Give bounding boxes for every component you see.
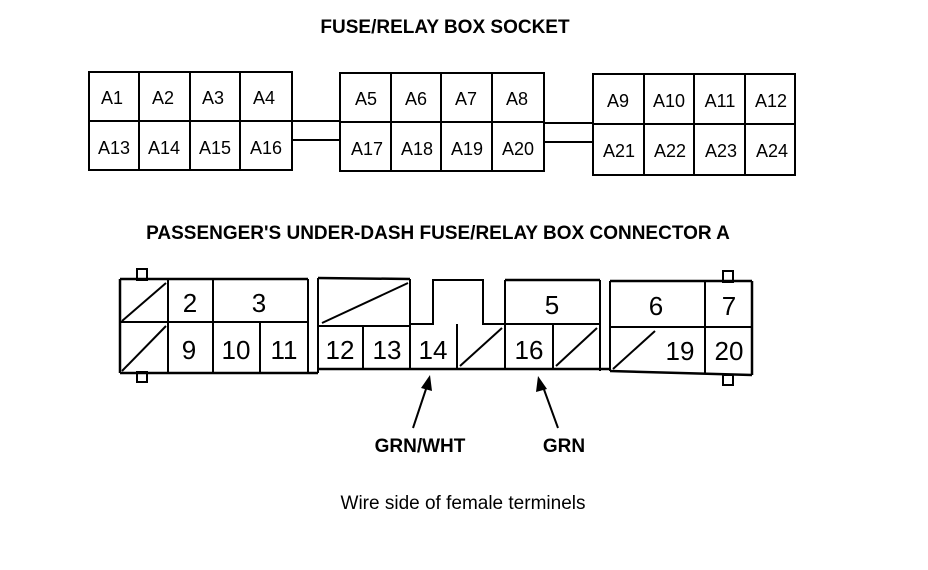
right-bottom-tab [722, 374, 734, 386]
blank-cavity-1 [121, 282, 167, 322]
terminal-20: 20 [715, 336, 744, 366]
socket-link-1-2 [292, 120, 340, 141]
connector-a: 2 3 5 6 7 9 10 11 12 13 14 16 19 20 [118, 268, 754, 386]
terminal-5: 5 [545, 290, 559, 320]
terminal-3: 3 [252, 288, 266, 318]
blank-cavity-18 [612, 330, 656, 370]
terminal-2: 2 [183, 288, 197, 318]
socket-cell-a2: A2 [152, 88, 174, 108]
wire-label-grn: GRN [543, 436, 585, 457]
socket-cell-a6: A6 [405, 89, 427, 109]
terminal-13: 13 [373, 335, 402, 365]
wire-arrow-16 [536, 376, 559, 429]
socket-link-2-3 [544, 122, 593, 143]
socket-cell-a4: A4 [253, 88, 275, 108]
socket-title: FUSE/RELAY BOX SOCKET [320, 17, 570, 38]
socket-cell-a1: A1 [101, 88, 123, 108]
terminal-10: 10 [222, 335, 251, 365]
socket-cell-a22: A22 [654, 141, 686, 161]
socket-cell-a24: A24 [756, 141, 788, 161]
terminal-14: 14 [419, 335, 448, 365]
wire-label-grn-wht: GRN/WHT [375, 436, 466, 457]
blank-cavity-15 [459, 327, 503, 367]
terminal-12: 12 [326, 335, 355, 365]
blank-cavity-4 [321, 282, 409, 324]
socket-cell-a15: A15 [199, 138, 231, 158]
blank-cavity-17 [555, 327, 598, 367]
socket-cell-a5: A5 [355, 89, 377, 109]
socket-cell-a9: A9 [607, 91, 629, 111]
socket-cell-a16: A16 [250, 138, 282, 158]
socket-cell-a7: A7 [455, 89, 477, 109]
diagram-caption: Wire side of female terminels [341, 493, 586, 514]
socket-cell-a11: A11 [705, 91, 736, 111]
socket-cell-a21: A21 [603, 141, 635, 161]
socket-cell-a18: A18 [401, 139, 433, 159]
socket-cell-a23: A23 [705, 141, 737, 161]
socket-cell-a3: A3 [202, 88, 224, 108]
socket-cell-a17: A17 [351, 139, 383, 159]
terminal-9: 9 [182, 335, 196, 365]
socket-cell-a12: A12 [755, 91, 787, 111]
socket-block-3: A9 A10 A11 A12 A21 A22 A23 A24 [592, 73, 796, 176]
socket-cell-a14: A14 [148, 138, 180, 158]
connector-title: PASSENGER'S UNDER-DASH FUSE/RELAY BOX CO… [146, 223, 730, 244]
terminal-11: 11 [271, 335, 298, 365]
socket-cell-a13: A13 [98, 138, 130, 158]
socket-block-2: A5 A6 A7 A8 A17 A18 A19 A20 [339, 72, 545, 172]
terminal-7: 7 [722, 291, 736, 321]
socket-cell-a8: A8 [506, 89, 528, 109]
socket-cell-a19: A19 [451, 139, 483, 159]
blank-cavity-8 [121, 325, 167, 372]
socket-cell-a10: A10 [653, 91, 685, 111]
terminal-19: 19 [666, 336, 695, 366]
terminal-6: 6 [649, 291, 663, 321]
socket-cell-a20: A20 [502, 139, 534, 159]
socket-block-1: A1 A2 A3 A4 A13 A14 A15 A16 [88, 71, 293, 171]
terminal-16: 16 [515, 335, 544, 365]
wire-arrow-14 [412, 375, 432, 429]
